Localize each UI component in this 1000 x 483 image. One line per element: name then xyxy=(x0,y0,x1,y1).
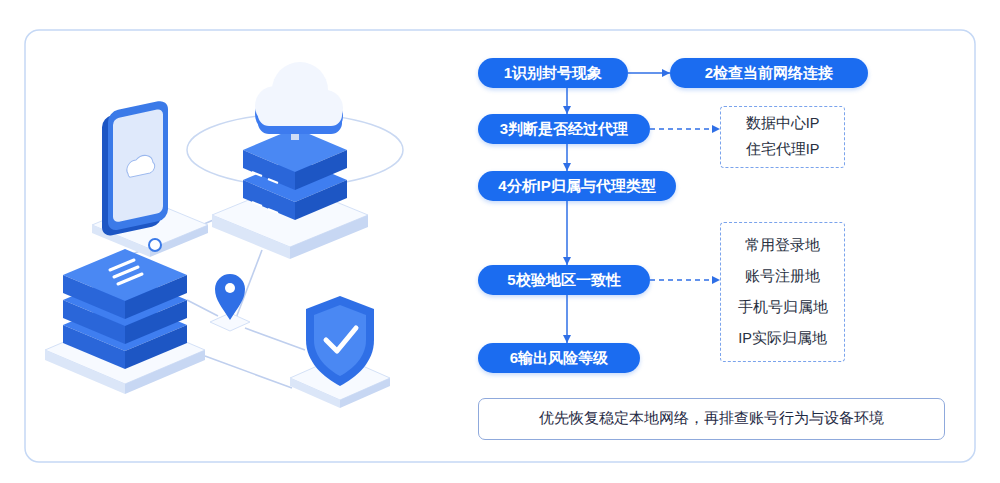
step-label: 3判断是否经过代理 xyxy=(500,120,628,138)
shield-inner xyxy=(314,305,366,376)
process-pill: 2检查当前网络连接 xyxy=(670,58,868,88)
step-label: 1识别封号现象 xyxy=(504,64,602,82)
process-pill: 3判断是否经过代理 xyxy=(478,114,650,144)
flow-arrow xyxy=(566,201,568,265)
flow-arrow xyxy=(566,88,568,114)
phone-body xyxy=(108,99,168,232)
wire xyxy=(187,300,218,316)
shield xyxy=(306,296,374,386)
cloud xyxy=(255,62,343,126)
phone xyxy=(102,99,168,237)
server-side xyxy=(63,275,125,319)
option-item: 手机号归属地 xyxy=(738,299,828,316)
option-item: 账号注册地 xyxy=(745,268,820,285)
platform-side xyxy=(340,378,390,408)
wire xyxy=(245,328,305,350)
note-text: 优先恢复稳定本地网络，再排查账号行为与设备环境 xyxy=(539,410,884,427)
phone-base-side xyxy=(150,225,208,257)
step-label: 6输出风险等级 xyxy=(510,349,608,367)
flow-arrow xyxy=(650,279,720,281)
flow-arrow xyxy=(566,144,568,171)
platform-side xyxy=(212,215,290,259)
server-icon xyxy=(110,260,142,284)
flow-arrow xyxy=(628,72,670,74)
pin-dot xyxy=(225,283,235,293)
flow-arrow xyxy=(650,128,720,130)
step-label: 4分析IP归属与代理类型 xyxy=(498,177,656,195)
option-item: 数据中心IP xyxy=(746,115,820,132)
step-label: 5校验地区一致性 xyxy=(507,271,620,289)
server-side xyxy=(125,275,187,319)
screen-cloud xyxy=(127,153,155,178)
process-pill: 4分析IP归属与代理类型 xyxy=(478,171,676,201)
network-node xyxy=(149,239,161,251)
check-mark xyxy=(326,328,356,351)
outer-panel xyxy=(25,30,975,462)
process-pill: 6输出风险等级 xyxy=(478,343,640,373)
step-label: 2检查当前网络连接 xyxy=(705,64,833,82)
option-list-box: 常用登录地账号注册地手机号归属地 IP实际归属地 xyxy=(720,222,845,362)
platform-side xyxy=(290,378,340,408)
server-slots xyxy=(252,172,278,213)
note-box: 优先恢复稳定本地网络，再排查账号行为与设备环境 xyxy=(478,398,945,440)
platform-side xyxy=(290,215,368,259)
process-pill: 1识别封号现象 xyxy=(478,58,628,88)
option-item: IP实际归属地 xyxy=(738,330,827,347)
cloud-part xyxy=(258,104,342,126)
process-pill: 5校验地区一致性 xyxy=(478,265,650,295)
server-side xyxy=(295,150,347,190)
option-item: 常用登录地 xyxy=(745,237,820,254)
location-pin xyxy=(215,274,245,320)
server-side xyxy=(243,150,295,190)
flow-arrow xyxy=(566,295,568,343)
wire xyxy=(205,356,292,388)
option-list-box: 数据中心IP 住宅代理IP xyxy=(720,106,845,168)
phone-screen xyxy=(113,108,163,223)
option-item: 住宅代理IP xyxy=(746,141,820,158)
